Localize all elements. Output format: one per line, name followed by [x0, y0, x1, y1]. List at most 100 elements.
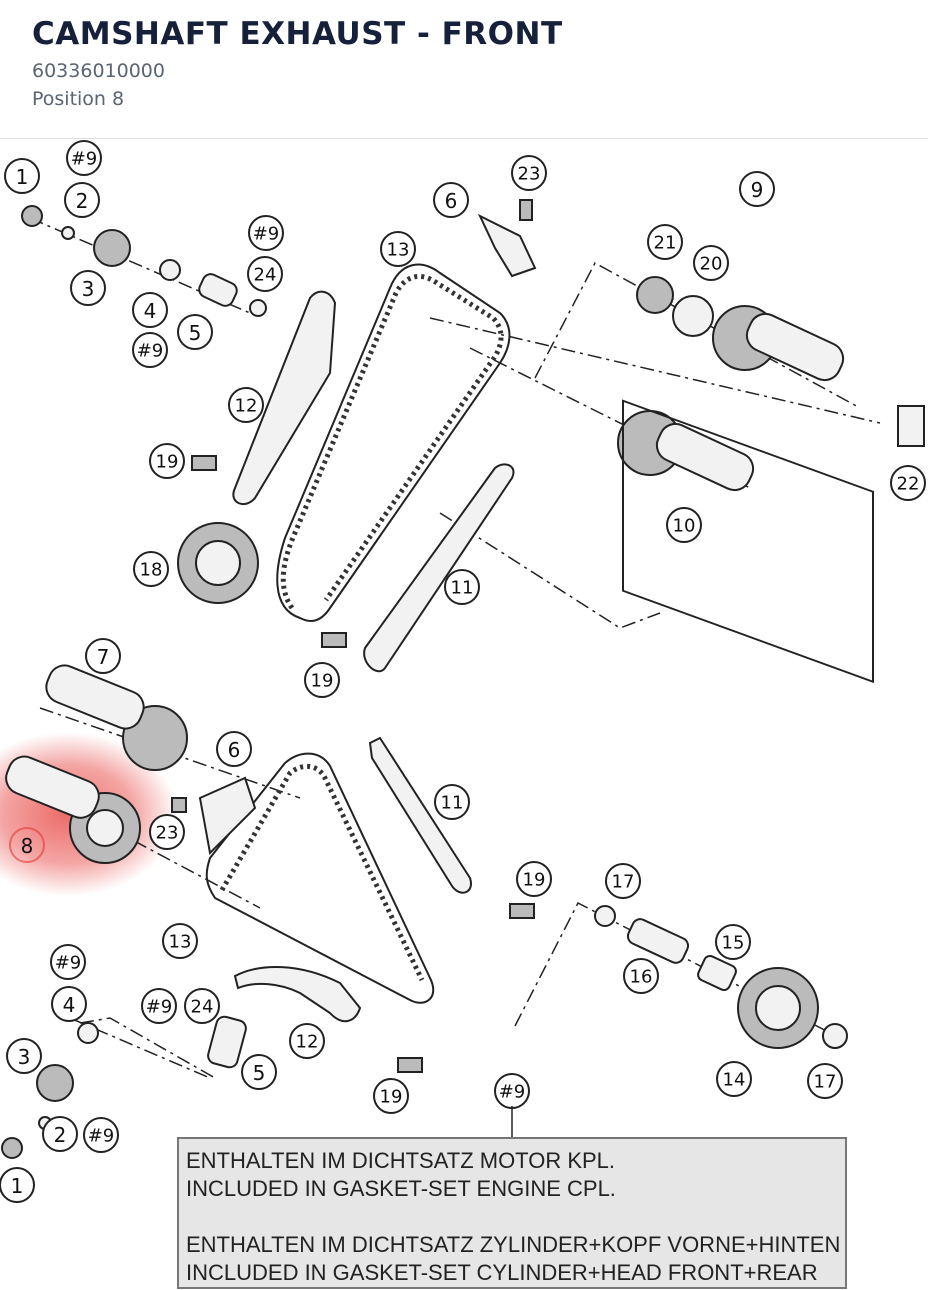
callout-label: 12 — [296, 1032, 319, 1053]
callout-4-4[interactable]: 4 — [132, 292, 168, 328]
callout-9-12[interactable]: 9 — [739, 171, 775, 207]
trigger-wheel-21 — [636, 276, 674, 314]
callout-13-29[interactable]: 13 — [162, 923, 198, 959]
washer-17-b — [822, 1023, 848, 1049]
callout-circle — [715, 924, 751, 960]
callout-hash9-43[interactable]: #9 — [83, 1117, 119, 1153]
callout-1-0[interactable]: 1 — [4, 158, 40, 194]
callout-circle — [890, 465, 926, 501]
callout-17-41[interactable]: 17 — [807, 1063, 843, 1099]
camshaft-front-exhaust-body — [5, 755, 100, 819]
camshaft-assembly-9-frame — [622, 399, 874, 684]
callout-hash9-5[interactable]: #9 — [132, 332, 168, 368]
callout-20-14[interactable]: 20 — [693, 245, 729, 281]
callout-19-39[interactable]: 19 — [373, 1078, 409, 1114]
callout-label: #9 — [55, 953, 82, 974]
callout-circle — [64, 182, 100, 218]
callout-circle — [66, 140, 102, 176]
callout-label: #9 — [71, 149, 98, 170]
callout-circle — [133, 551, 169, 587]
callout-hash9-34[interactable]: #9 — [141, 988, 177, 1024]
tensioner-piston-5-bottom — [207, 1015, 247, 1069]
callout-label: 20 — [700, 254, 723, 275]
callout-17-28[interactable]: 17 — [605, 863, 641, 899]
callout-label: 1 — [16, 165, 29, 189]
callout-22-17[interactable]: 22 — [890, 465, 926, 501]
callout-14-40[interactable]: 14 — [716, 1061, 752, 1097]
callout-23-25[interactable]: 23 — [149, 814, 185, 850]
callout-circle — [716, 1061, 752, 1097]
callout-1-44[interactable]: 1 — [0, 1167, 35, 1203]
callout-label: 13 — [387, 240, 410, 261]
callout-15-30[interactable]: 15 — [715, 924, 751, 960]
callout-6-23[interactable]: 6 — [216, 731, 252, 767]
camshaft-rear-intake-body — [745, 312, 845, 382]
callout-3-3[interactable]: 3 — [70, 270, 106, 306]
callout-8-24[interactable]: 8 — [9, 827, 45, 863]
position-label: Position 8 — [32, 88, 125, 110]
callout-circle — [51, 986, 87, 1022]
upper-tensioner-rail — [232, 290, 337, 506]
callout-7-22[interactable]: 7 — [85, 638, 121, 674]
callout-label: 4 — [63, 993, 76, 1017]
callout-21-13[interactable]: 21 — [647, 224, 683, 260]
callout-label: 1 — [11, 1174, 24, 1198]
callout-circle — [162, 923, 198, 959]
callout-5-6[interactable]: 5 — [177, 314, 213, 350]
note-line-4: INCLUDED IN GASKET-SET CYLINDER+HEAD FRO… — [186, 1260, 818, 1285]
callout-24-8[interactable]: 24 — [247, 256, 283, 292]
callout-circle — [50, 944, 86, 980]
callout-13-11[interactable]: 13 — [380, 231, 416, 267]
callout-circle — [380, 231, 416, 267]
callout-label: 11 — [451, 578, 474, 599]
callout-circle — [241, 1054, 277, 1090]
callout-10-18[interactable]: 10 — [666, 507, 702, 543]
callout-label: 8 — [21, 834, 34, 858]
callout-12-15[interactable]: 12 — [228, 387, 264, 423]
screw-23-bottom — [171, 797, 187, 813]
callout-label: 19 — [156, 452, 179, 473]
cap-screw-1-bottom — [1, 1137, 23, 1159]
callout-4-33[interactable]: 4 — [51, 986, 87, 1022]
callout-label: 4 — [144, 299, 157, 323]
callout-circle — [647, 224, 683, 260]
callout-19-16[interactable]: 19 — [149, 443, 185, 479]
callout-18-19[interactable]: 18 — [133, 551, 169, 587]
callout-label: 7 — [97, 645, 110, 669]
callout-hash9-45[interactable]: #9 — [494, 1073, 530, 1109]
callout-hash9-32[interactable]: #9 — [50, 944, 86, 980]
callout-2-42[interactable]: 2 — [42, 1116, 78, 1152]
callout-23-10[interactable]: 23 — [511, 155, 547, 191]
callout-hash9-1[interactable]: #9 — [66, 140, 102, 176]
callout-label: 16 — [630, 967, 653, 988]
callout-6-9[interactable]: 6 — [433, 182, 469, 218]
callout-circle — [184, 988, 220, 1024]
callout-circle — [6, 1038, 42, 1074]
callout-12-36[interactable]: 12 — [289, 1023, 325, 1059]
lower-tensioner-rail — [233, 965, 362, 1023]
callout-2-2[interactable]: 2 — [64, 182, 100, 218]
spacer-16 — [626, 918, 690, 964]
o-ring-20 — [672, 295, 714, 337]
callout-label: 6 — [445, 189, 458, 213]
callout-16-31[interactable]: 16 — [623, 958, 659, 994]
callout-3-37[interactable]: 3 — [6, 1038, 42, 1074]
callout-circle — [132, 332, 168, 368]
callout-hash9-7[interactable]: #9 — [248, 215, 284, 251]
callout-19-27[interactable]: 19 — [516, 861, 552, 897]
callout-19-21[interactable]: 19 — [304, 662, 340, 698]
callout-circle — [4, 158, 40, 194]
page-header: CAMSHAFT EXHAUST - FRONT 60336010000 Pos… — [0, 0, 928, 139]
callout-label: 22 — [897, 474, 920, 495]
callout-5-38[interactable]: 5 — [241, 1054, 277, 1090]
callout-label: 9 — [751, 178, 764, 202]
callout-11-26[interactable]: 11 — [434, 784, 470, 820]
callout-label: 2 — [76, 189, 89, 213]
callout-11-20[interactable]: 11 — [444, 569, 480, 605]
callout-24-35[interactable]: 24 — [184, 988, 220, 1024]
callout-label: 15 — [722, 933, 745, 954]
upper-guide-rail — [363, 463, 515, 673]
callout-label: #9 — [146, 997, 173, 1018]
callout-label: 23 — [156, 823, 179, 844]
callout-label: 24 — [254, 265, 277, 286]
